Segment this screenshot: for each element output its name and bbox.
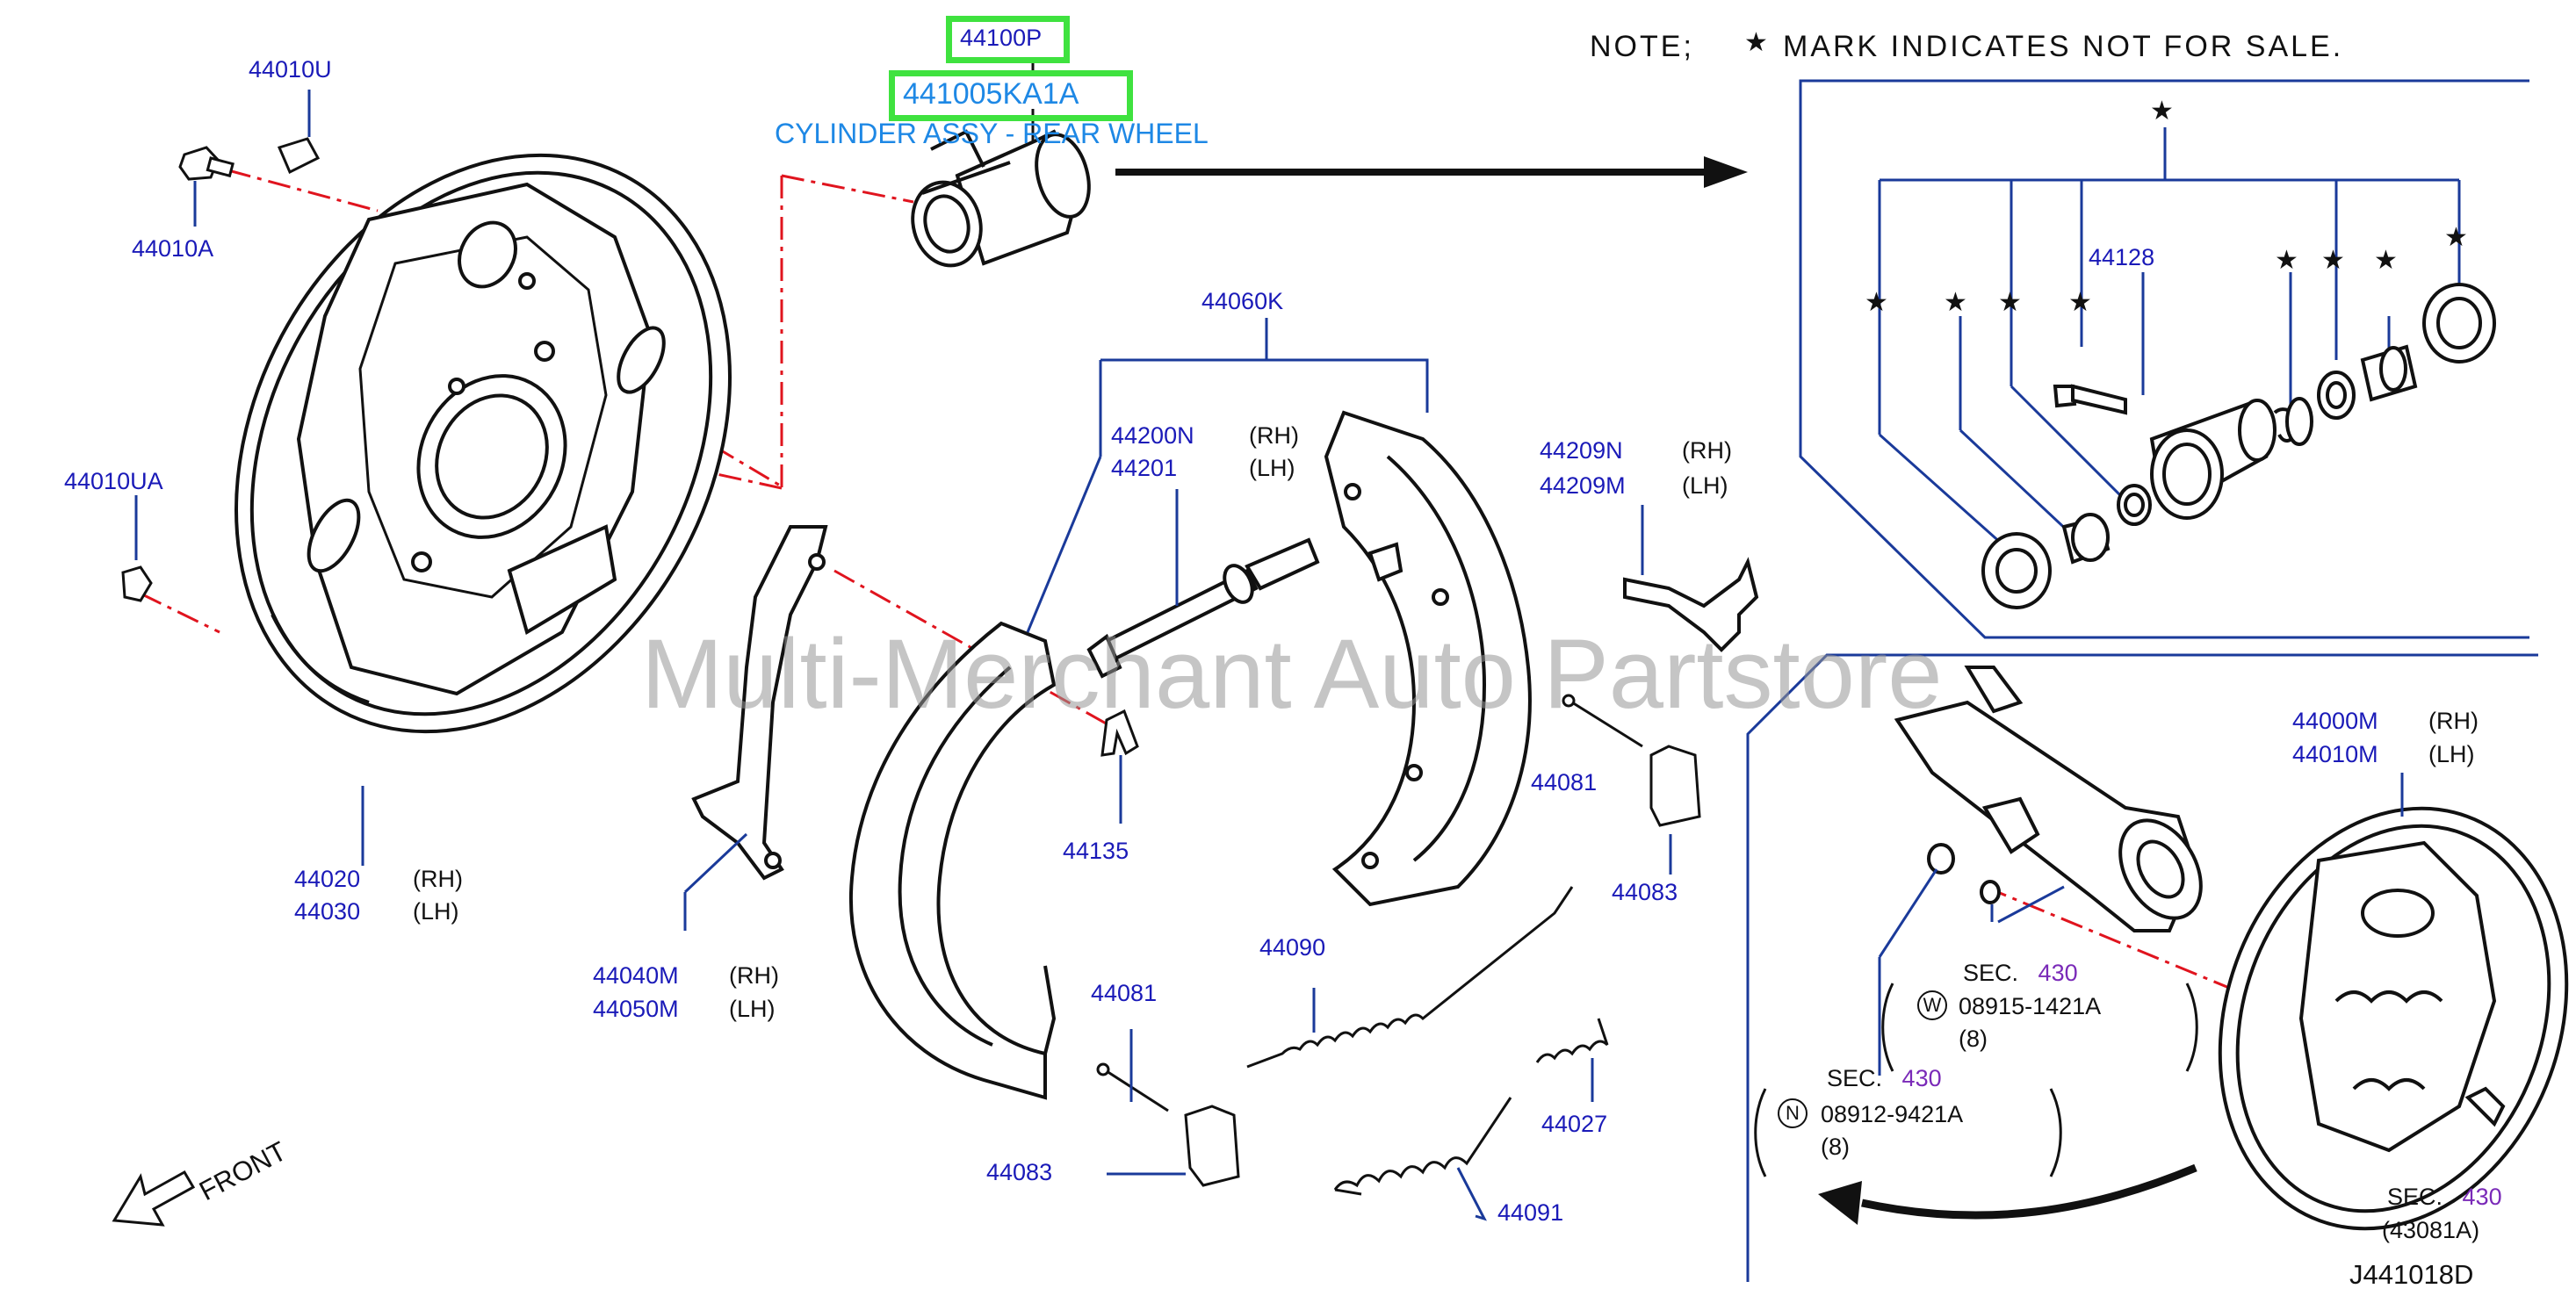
cylinder-exploded-parts [1981, 283, 2496, 609]
washer-w-icon: W [1917, 990, 1947, 1020]
label-44030[interactable]: 44030 [294, 898, 361, 925]
label-44209N[interactable]: 44209N [1540, 437, 1623, 464]
label-44020[interactable]: 44020 [294, 866, 361, 892]
label-44083-lower[interactable]: 44083 [986, 1159, 1053, 1185]
not-for-sale-star-icon: ★ [2150, 96, 2174, 126]
drum-backing-plate [2218, 806, 2569, 1231]
sec-ref-n[interactable]: SEC. 430 [1827, 1067, 1942, 1091]
label-44081-upper[interactable]: 44081 [1531, 769, 1598, 795]
not-for-sale-star-icon: ★ [2068, 287, 2092, 318]
side-44209N: (RH) [1682, 437, 1732, 464]
side-44050M: (LH) [729, 996, 776, 1022]
not-for-sale-star-icon: ★ [1944, 287, 1967, 318]
arrow-to-detail [1115, 156, 1748, 188]
label-44081-lower[interactable]: 44081 [1091, 980, 1158, 1006]
sec-prefix: SEC. [1963, 960, 2019, 986]
not-for-sale-star-icon: ★ [2444, 222, 2468, 253]
side-44200N: (RH) [1249, 422, 1299, 449]
side-44209M: (LH) [1682, 472, 1728, 499]
side-44040M: (RH) [729, 962, 779, 989]
backing-plate [235, 153, 732, 734]
label-44090[interactable]: 44090 [1259, 934, 1326, 961]
label-44050M[interactable]: 44050M [593, 996, 679, 1022]
label-44060K[interactable]: 44060K [1201, 288, 1284, 314]
note-text: MARK INDICATES NOT FOR SALE. [1783, 30, 2344, 63]
label-44083-upper[interactable]: 44083 [1612, 879, 1678, 905]
label-44091[interactable]: 44091 [1497, 1199, 1564, 1226]
sec-qty-n: (8) [1821, 1134, 1850, 1160]
sec-part-w[interactable]: 08915-1421A [1959, 993, 2102, 1019]
star-leaders [1878, 127, 2461, 546]
label-44128[interactable]: 44128 [2089, 244, 2155, 270]
note-star-icon: ★ [1744, 27, 1768, 58]
sec-ref-bolt[interactable]: SEC. 430 [2387, 1185, 2502, 1209]
highlight-part-number[interactable]: 441005KA1A [903, 77, 1079, 111]
detail-box-bottom [1746, 653, 2538, 1282]
adjuster-assy [1086, 537, 1320, 679]
label-44040M[interactable]: 44040M [593, 962, 679, 989]
not-for-sale-star-icon: ★ [2374, 245, 2398, 276]
side-44030: (LH) [413, 898, 459, 925]
fasteners-topleft [121, 137, 321, 602]
label-44010U[interactable]: 44010U [249, 56, 332, 83]
sec-number: 430 [2462, 1184, 2502, 1210]
label-44200N[interactable]: 44200N [1111, 422, 1194, 449]
label-44201[interactable]: 44201 [1111, 455, 1178, 481]
label-44209M[interactable]: 44209M [1540, 472, 1626, 499]
sec-qty-w: (8) [1959, 1026, 1988, 1052]
label-44135[interactable]: 44135 [1063, 838, 1129, 864]
label-44000M[interactable]: 44000M [2292, 708, 2378, 734]
sec-part-bolt[interactable]: (43081A) [2382, 1217, 2480, 1243]
sec-number: 430 [2038, 960, 2078, 986]
hold-down-hardware [1096, 694, 1701, 1187]
qty-brackets [1754, 983, 2198, 1177]
axle-housing [1894, 666, 2203, 932]
front-arrow [112, 1170, 196, 1227]
sec-prefix: SEC. [2387, 1184, 2443, 1210]
clip-44135 [1100, 709, 1139, 757]
return-springs [1246, 886, 1609, 1196]
not-for-sale-star-icon: ★ [2275, 245, 2298, 276]
diagram-code: J441018D [2349, 1259, 2474, 1290]
note-prefix: NOTE; [1590, 30, 1694, 63]
sec-number: 430 [1901, 1065, 1942, 1091]
side-44010M: (LH) [2428, 741, 2475, 767]
label-44010UA[interactable]: 44010UA [64, 468, 163, 494]
adjuster-lever [691, 525, 828, 881]
side-44020: (RH) [413, 866, 463, 892]
highlight-part-name: CYLINDER ASSY - REAR WHEEL [775, 118, 1209, 149]
nut-n-icon: N [1778, 1098, 1808, 1128]
label-44010A[interactable]: 44010A [132, 235, 214, 262]
not-for-sale-star-icon: ★ [1865, 287, 1888, 318]
label-44027[interactable]: 44027 [1541, 1111, 1608, 1137]
sec-prefix: SEC. [1827, 1065, 1883, 1091]
not-for-sale-star-icon: ★ [2321, 245, 2345, 276]
label-44010M[interactable]: 44010M [2292, 741, 2378, 767]
highlight-ref-label[interactable]: 44100P [960, 25, 1043, 51]
curved-return-arrow [1818, 1163, 2197, 1225]
brake-shoe-rear [1324, 410, 1532, 907]
highlight-box-ref [946, 16, 1070, 63]
strut [1623, 557, 1759, 652]
sec-part-n[interactable]: 08912-9421A [1821, 1101, 1964, 1127]
detail-box-top [1799, 79, 2529, 639]
side-44201: (LH) [1249, 455, 1295, 481]
sec-ref-w[interactable]: SEC. 430 [1963, 961, 2078, 985]
leader-lines [134, 90, 2404, 1221]
not-for-sale-star-icon: ★ [1998, 287, 2022, 318]
highlight-box-part [889, 70, 1133, 121]
brake-shoe-front [848, 621, 1057, 1100]
wheel-cylinder [911, 129, 1091, 268]
watermark: Multi-Merchant Auto Partstore [641, 619, 1943, 729]
side-44000M: (RH) [2428, 708, 2479, 734]
